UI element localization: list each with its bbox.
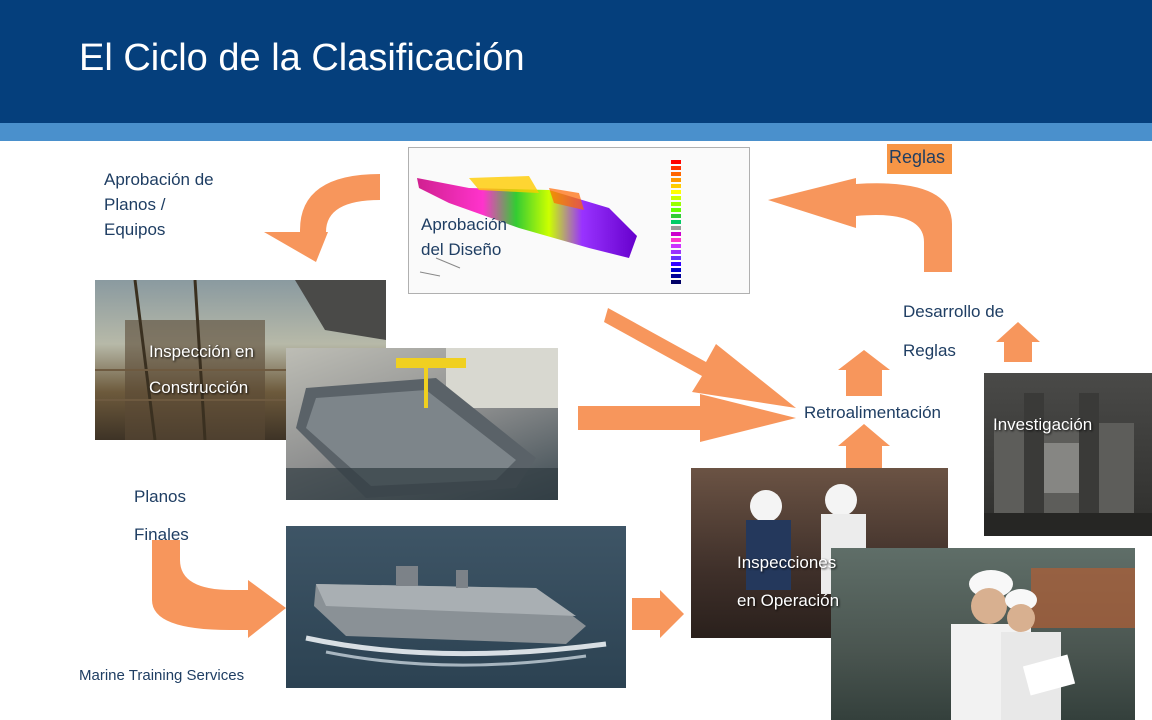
label-line: Equipos xyxy=(104,220,166,239)
diagonal-arrow-feedback xyxy=(604,308,796,408)
label-line: del Diseño xyxy=(421,240,502,259)
label-line: Construcción xyxy=(149,378,249,397)
label-aprobacion-diseno: Aprobación del Diseño xyxy=(421,212,507,262)
label-planos-finales: Planos Finales xyxy=(134,478,189,554)
design-analysis-image xyxy=(408,147,750,294)
label-line: Planos / xyxy=(104,195,166,214)
curved-arrow-down-left xyxy=(264,174,380,262)
curved-arrow-reglas xyxy=(768,178,952,272)
label-line: Inspecciones xyxy=(737,553,837,572)
annotation-lines xyxy=(419,257,461,277)
label-line: en Operación xyxy=(737,591,840,610)
small-arrow-operacion xyxy=(632,590,684,638)
label-desarrollo-reglas: Desarrollo de Reglas xyxy=(903,292,1004,370)
label-line: Desarrollo de xyxy=(903,302,1005,321)
footer-brand: Marine Training Services xyxy=(79,667,245,684)
label-reglas: Reglas xyxy=(889,147,946,167)
construction-photo xyxy=(95,280,386,440)
label-line: Finales xyxy=(134,525,189,544)
up-arrow-desarrollo xyxy=(838,350,890,396)
header-stripe xyxy=(0,123,1152,141)
reglas-highlight xyxy=(887,144,952,174)
label-line: Inspección en xyxy=(149,342,254,361)
up-arrow-inspecciones xyxy=(838,424,890,468)
label-inspecciones-operacion: Inspecciones en Operación xyxy=(737,544,839,620)
header-bar xyxy=(0,0,1152,123)
research-photo xyxy=(984,373,1152,536)
label-line: Aprobación de xyxy=(104,170,214,189)
inspectors-photo xyxy=(831,548,1135,720)
curved-arrow-planos-finales xyxy=(152,540,286,638)
label-inspeccion-construccion: Inspección en Construcción xyxy=(149,334,254,406)
label-line: Reglas xyxy=(903,341,956,360)
carrier-dock-photo xyxy=(286,348,558,500)
horizontal-arrow-feedback xyxy=(578,394,796,442)
label-aprobacion-planos: Aprobación de Planos / Equipos xyxy=(104,167,214,242)
label-line: Aprobación xyxy=(421,215,508,234)
label-retroalimentacion: Retroalimentación xyxy=(804,403,942,422)
label-line: Planos xyxy=(134,487,186,506)
label-investigacion: Investigación xyxy=(993,415,1093,434)
slide-title: El Ciclo de la Clasificación xyxy=(79,37,525,79)
up-arrow-investigacion xyxy=(996,322,1040,362)
carrier-sea-photo xyxy=(286,526,626,688)
